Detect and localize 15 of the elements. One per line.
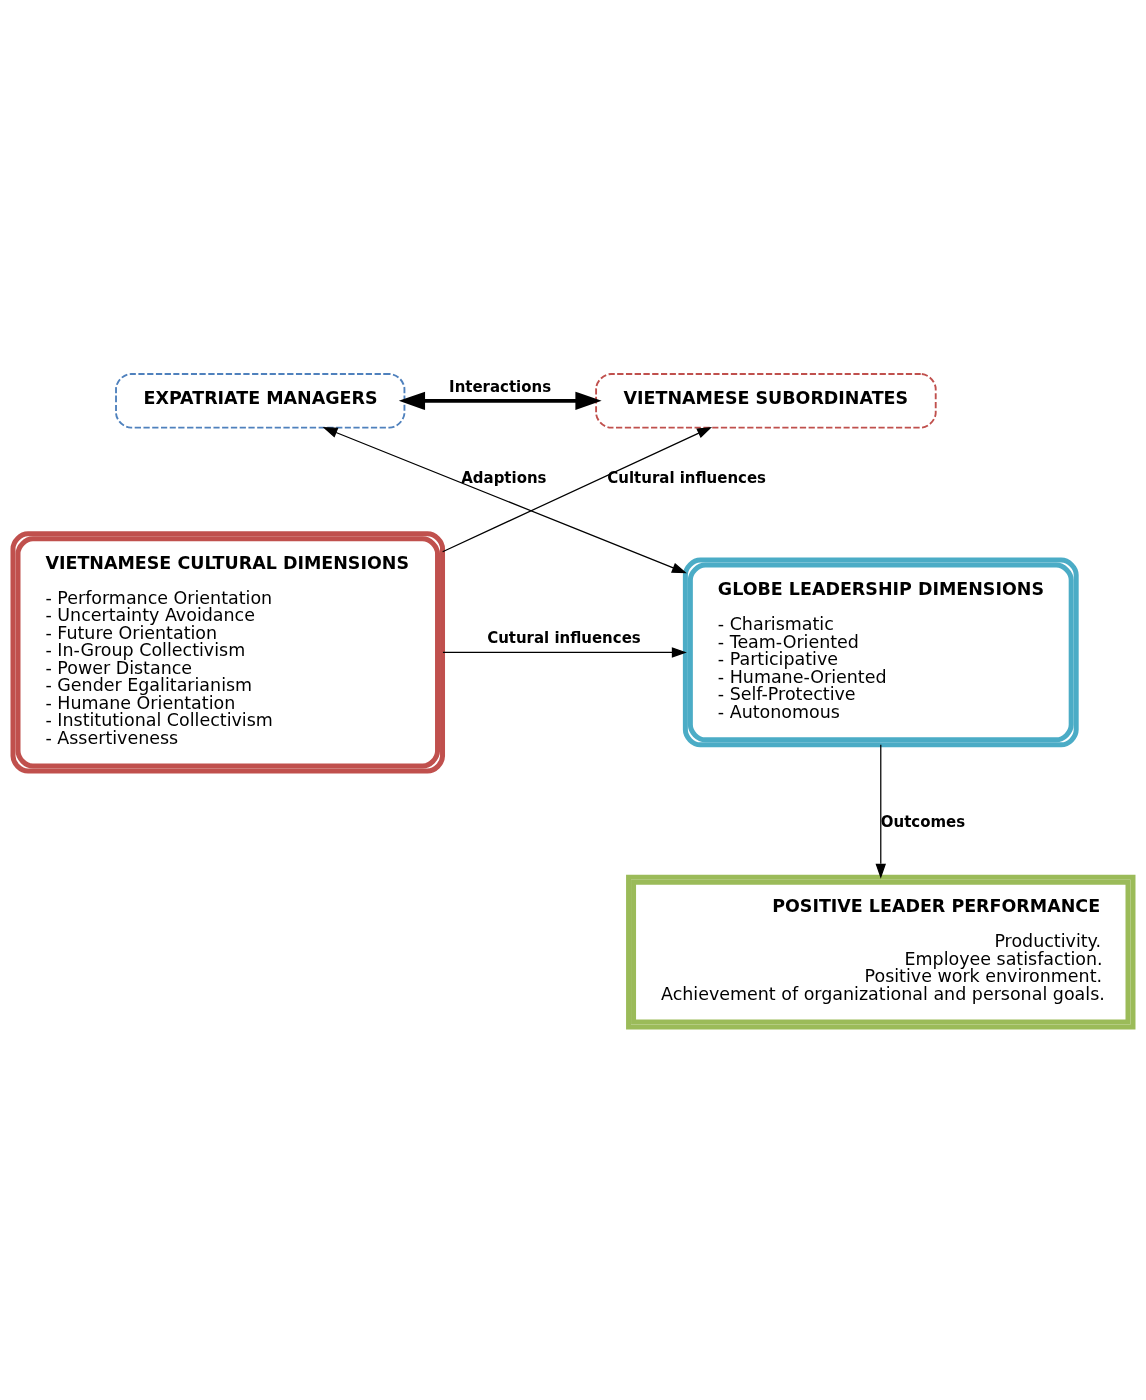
node-box: GLOBE LEADERSHIP DIMENSIONS - Charismatic - Team-Oriented - Participative - Humane-Oriented - Self-Protective - Autonomous bbox=[682, 557, 1079, 747]
node-box: POSITIVE LEADER PERFORMANCE Productivity. Employee satisfaction. Positive work environment. Achievement of organizational and personal goals. bbox=[626, 874, 1136, 1029]
arrow bbox=[442, 646, 687, 658]
arrow bbox=[875, 743, 887, 879]
edge-label: Adaptions bbox=[461, 468, 547, 487]
node-box: VIETNAMESE SUBORDINATES bbox=[595, 372, 937, 429]
edge-label: Cultural influences bbox=[607, 468, 767, 487]
node-box: EXPATRIATE MANAGERS bbox=[115, 372, 406, 429]
edge-label: Outcomes bbox=[880, 812, 966, 831]
edge-label: Interactions bbox=[449, 377, 552, 396]
node-box: VIETNAMESE CULTURAL DIMENSIONS - Performance Orientation - Uncertainty Avoidance - Future Orientation - In-Group Collectivism - Power Distance - Gender Egalitarianism - Humane Orientation - Institutional Collectivism - Assertiveness bbox=[10, 530, 445, 774]
arrow bbox=[398, 391, 602, 410]
arrow bbox=[322, 426, 687, 573]
edge-label: Cutural influences bbox=[487, 628, 641, 647]
arrow bbox=[442, 426, 713, 552]
